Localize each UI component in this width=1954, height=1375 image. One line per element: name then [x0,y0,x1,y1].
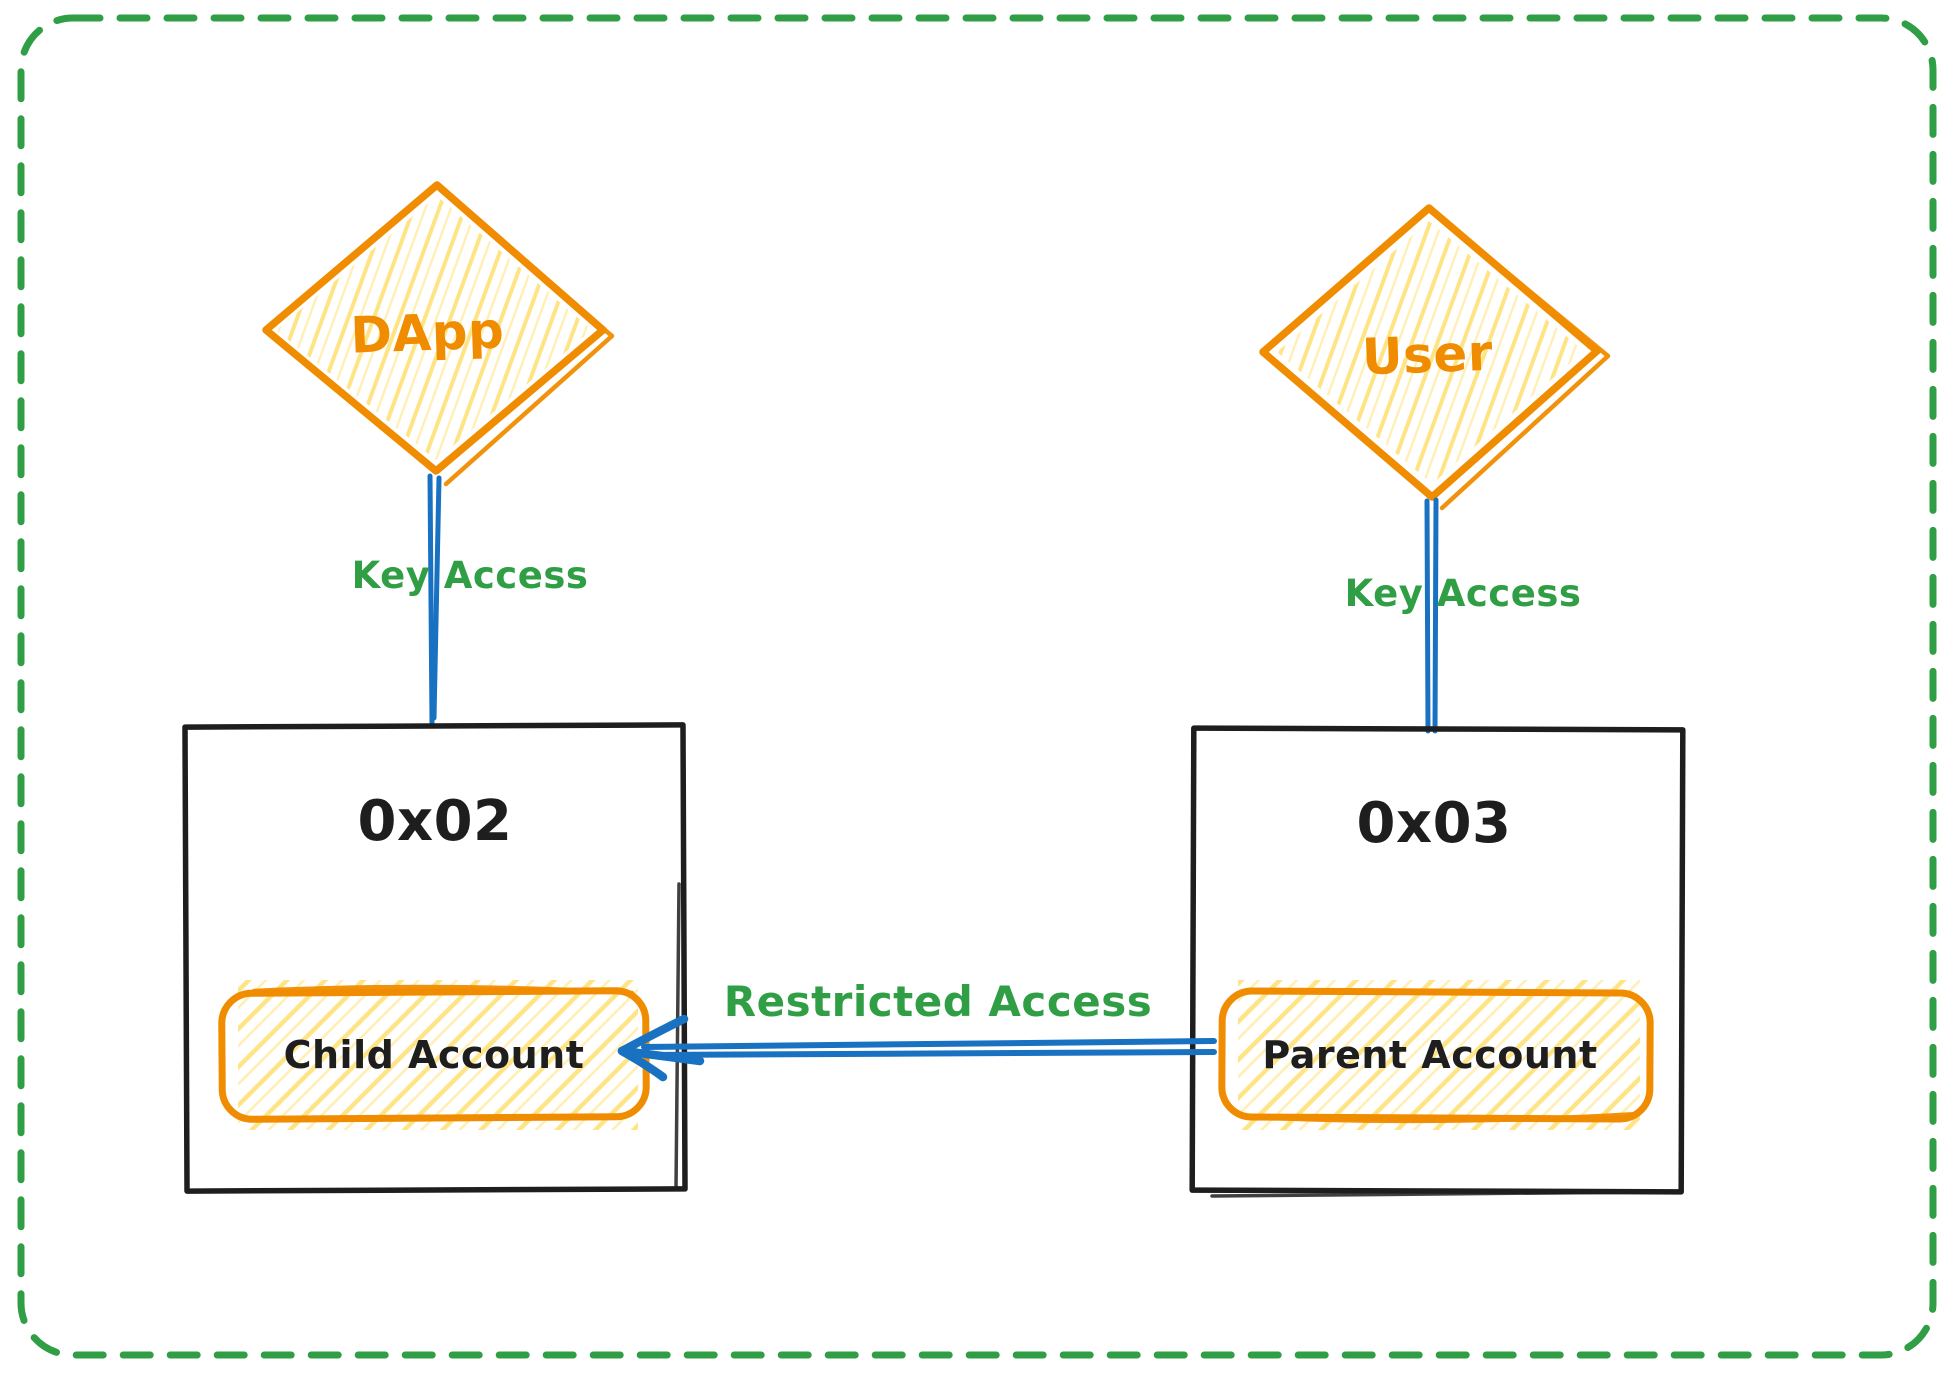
parent-account-outline [1218,987,1654,1123]
right-box-overdraw [1210,1190,1658,1198]
left-box-outline [182,722,688,1194]
user-diamond-hatch [1277,221,1584,484]
child-account-hatch [238,980,638,1130]
dapp-diamond-hatch [276,196,592,460]
parent-account-label: Parent Account [1262,1033,1597,1077]
restricted-access-arrowhead-lower [617,1046,668,1082]
right-box-outline [1189,725,1686,1195]
child-account-overdraw [251,984,635,996]
user-key-access-line-2 [1432,497,1439,734]
restricted-access-label: Restricted Access [724,977,1152,1026]
left-box-overdraw [674,882,681,1190]
parent-account-hatch [1238,980,1640,1130]
user-key-access-line-1 [1424,498,1431,734]
restricted-access-arrowhead-flick [626,1047,705,1066]
restricted-access-shaft-1 [641,1038,1217,1050]
canvas-dashed-border [17,14,1937,1359]
dapp-diamond-overdraw [443,193,615,487]
right-box-address: 0x03 [1356,791,1511,856]
edge-restricted-access: Restricted Access [617,977,1217,1082]
dapp-key-access-line-2 [431,475,442,721]
left-box-address: 0x02 [357,789,512,854]
parent-account-overdraw [1249,1111,1641,1124]
dapp-key-access-line-1 [427,473,435,727]
dapp-label: DApp [350,301,506,364]
node-parent-account: Parent Account [1218,980,1654,1130]
edge-user-key-access: Key Access [1345,497,1582,734]
node-user: User [1259,204,1611,511]
child-account-label: Child Account [284,1033,585,1077]
node-child-account: Child Account [218,980,650,1130]
restricted-access-shaft-2 [641,1049,1217,1058]
node-dapp: DApp [262,181,615,487]
node-left-box: 0x02 Child Account [182,722,688,1194]
edge-dapp-key-access: Key Access [352,473,589,727]
user-diamond-overdraw [1437,214,1611,511]
user-label: User [1361,324,1494,387]
restricted-access-arrowhead-upper [617,1014,689,1056]
node-right-box: 0x03 Parent Account [1189,725,1686,1198]
dapp-key-access-label: Key Access [352,554,589,597]
user-key-access-label: Key Access [1345,572,1582,615]
